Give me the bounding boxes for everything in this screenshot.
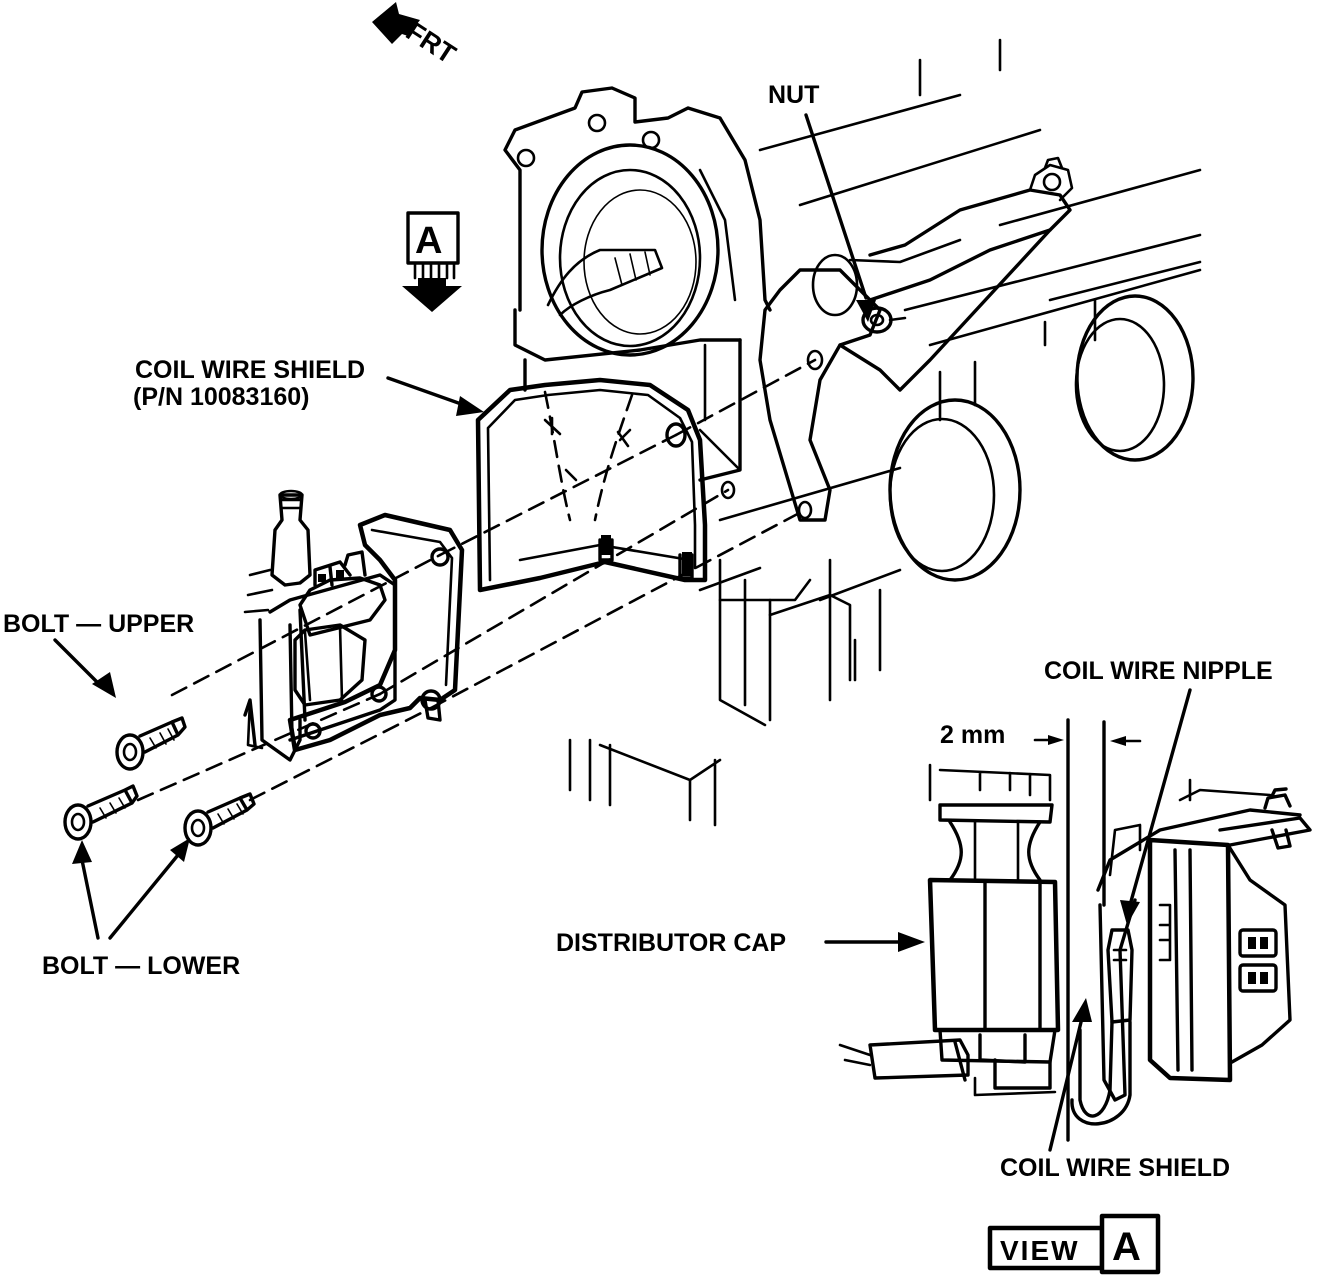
bolt-lower-arrow-left-icon	[72, 840, 92, 864]
bolt-lower-label: BOLT — LOWER	[42, 952, 240, 980]
alignment-lines	[136, 358, 817, 802]
bolt-upper: BOLT — UPPER	[3, 610, 194, 771]
front-arrow: FRT	[372, 2, 462, 70]
view-word: VIEW	[1000, 1235, 1080, 1266]
nut: NUT	[768, 81, 907, 334]
gap-dimension-arrow-right-icon	[1110, 736, 1126, 746]
distributor-housing	[503, 86, 772, 482]
ignition-coil	[243, 489, 465, 762]
view-a-detail: COIL WIRE NIPPLE 2 mm DISTRIBUTOR CAP	[556, 657, 1312, 1275]
view-a-marker: A	[402, 211, 462, 312]
coil-wire-shield-label: COIL WIRE SHIELD	[135, 356, 365, 384]
coil-wire-shield-part-number: (P/N 10083160)	[133, 383, 310, 411]
front-arrow-icon	[372, 2, 420, 44]
nut-label: NUT	[768, 81, 819, 109]
gap-dimension-arrow-left-icon	[1048, 735, 1064, 745]
gap-dimension-label: 2 mm	[940, 721, 1005, 749]
view-letter: A	[1112, 1225, 1141, 1269]
engine-block	[568, 38, 1202, 827]
coil-wire-nipple-label: COIL WIRE NIPPLE	[1044, 657, 1273, 685]
view-a-down-arrow-icon	[402, 278, 462, 312]
coil-wire-shield-arrow-icon	[456, 396, 484, 416]
bolt-lower-arrow-right-icon	[170, 838, 190, 862]
coil-wire-shield-detail-label: COIL WIRE SHIELD	[1000, 1154, 1230, 1182]
bolt-lower-right	[183, 792, 256, 847]
bolt-lower-callout: BOLT — LOWER	[42, 838, 240, 980]
coil-wire-shield-detail-arrow-icon	[1072, 998, 1092, 1022]
view-a-marker-letter: A	[415, 220, 442, 262]
distributor-cap-label: DISTRIBUTOR CAP	[556, 929, 786, 957]
bolt-upper-label: BOLT — UPPER	[3, 610, 194, 638]
distributor-cap-arrow-icon	[898, 932, 925, 952]
bracket	[720, 156, 1074, 522]
coil-wire-shield-main: COIL WIRE SHIELD (P/N 10083160)	[133, 356, 708, 593]
bolt-lower-left	[63, 784, 139, 841]
bolt-upper-arrow-icon	[92, 672, 116, 698]
